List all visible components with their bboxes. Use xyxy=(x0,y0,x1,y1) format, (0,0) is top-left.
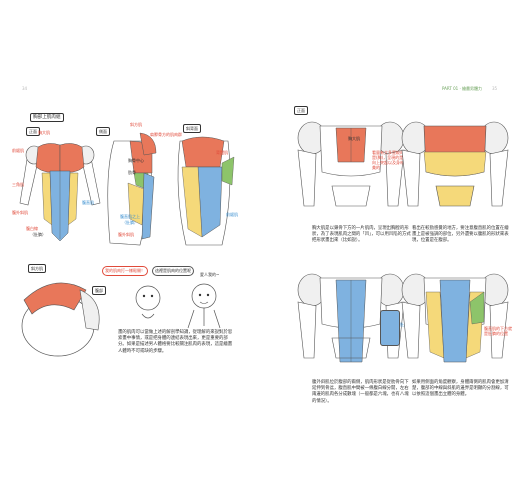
tab-back: 斜背面 xyxy=(183,124,201,133)
side-label-rib: 肋骨 xyxy=(128,170,136,175)
back-label-ser: 前鋸肌 xyxy=(226,212,238,217)
side-deltoid xyxy=(139,132,157,156)
pec-left xyxy=(35,143,61,173)
back-label-lat: 背闊肌 xyxy=(216,150,228,155)
cartoon-characters xyxy=(135,283,221,329)
tab-right-front: 正面 xyxy=(294,106,308,115)
side-label-trap-note: 肩胛骨方的肌肉群 xyxy=(150,132,182,137)
speech-bubble-3: 愛人我的~ xyxy=(200,272,220,277)
back-serratus xyxy=(221,156,235,186)
label-belly: 肚臍 xyxy=(400,322,408,327)
side-torso-figure xyxy=(107,132,157,246)
crossed-arm-figure xyxy=(21,282,100,357)
pec-right xyxy=(59,143,85,173)
bottom-text-right: 如果用側面的角度觀察，身體兩側的肌肉會更加清楚，腹部的中線與斜肌的邊界是明顯的分… xyxy=(412,380,509,398)
belly-icon xyxy=(380,310,400,346)
label-pec: 胸大肌 xyxy=(38,130,50,135)
left-paragraph: 畫的肌肉可以當做上述的解剖學知識，從理解的來說對於思索畫中事情，或是把身體的連結… xyxy=(118,330,233,354)
bottom-tab: 斜方肌 xyxy=(28,264,46,273)
right-torso-top-left xyxy=(297,121,405,207)
side-abs xyxy=(141,172,155,240)
right-header: PART 01 · 繪畫男體力 xyxy=(442,86,482,91)
speech-bubble-1: 我的肌肉打一樣鬆開！ xyxy=(102,266,148,276)
right-torso-bottom-right xyxy=(401,273,509,363)
label-linea: 腹白線 xyxy=(26,226,38,231)
side-label-deltoid: 斜方肌 xyxy=(130,122,142,127)
tab-front: 正面 xyxy=(26,127,40,136)
right-page-number: 35 xyxy=(492,86,498,91)
left-page-number: 34 xyxy=(22,86,28,91)
back-torso-figure xyxy=(177,136,235,246)
back-deltoid xyxy=(181,136,225,168)
section-tag: 胸部上肌肉組 xyxy=(30,113,64,122)
bottom-text-left: 腹外斜肌位於腹部的兩側，肌肉形狀是從肋骨向下延伸到骨盆，腹直肌中間被一條腹白線分… xyxy=(312,380,409,404)
label-deltoid: 三角肌 xyxy=(12,182,24,187)
side-label-below: （肚臍） xyxy=(122,220,138,225)
label-note: （肚臍） xyxy=(30,232,46,237)
back-oblique xyxy=(181,166,203,238)
front-torso-figure xyxy=(19,143,101,242)
callout-right: 看量有大多是較的凹線是(胸)，呈現的是胸部向上突起以及身材最完美的 xyxy=(372,150,412,170)
tab-side: 側面 xyxy=(96,127,110,136)
label-bottom-right: 腹直肌的下方就是肚臍的位置 xyxy=(484,326,512,336)
label-rectus: 腹直肌 xyxy=(82,200,94,205)
arm-deltoid xyxy=(23,282,87,315)
side-label-abd: 腹外斜肌 xyxy=(118,232,134,237)
label-oblique: 腹外斜肌 xyxy=(12,210,28,215)
mid-text-right: 看出在較勁感覺的地方，要注意腹直肌的位置在繪畫上是被強調的部位，另外還要以腹肌的… xyxy=(412,226,509,244)
label-serratus: 前鋸肌 xyxy=(12,148,24,153)
label-pec-right: 胸大肌 xyxy=(348,136,360,141)
speech-bubble-2: 這裡是肌肉的位置呢 xyxy=(152,266,194,276)
side-label-breast: 胸骨中心 xyxy=(128,158,144,163)
side-label-pec-under: 腹直肌之上 xyxy=(120,214,140,219)
bottom-tag: 腹部 xyxy=(92,286,106,295)
mid-text-left: 胸大肌是以鎖骨下方的一片肌肉，呈現出胸膛的形狀，為了表現肌肉之間的「凹」，可以用… xyxy=(312,226,411,244)
right-torso-top-right xyxy=(401,121,509,207)
side-oblique xyxy=(127,182,145,226)
